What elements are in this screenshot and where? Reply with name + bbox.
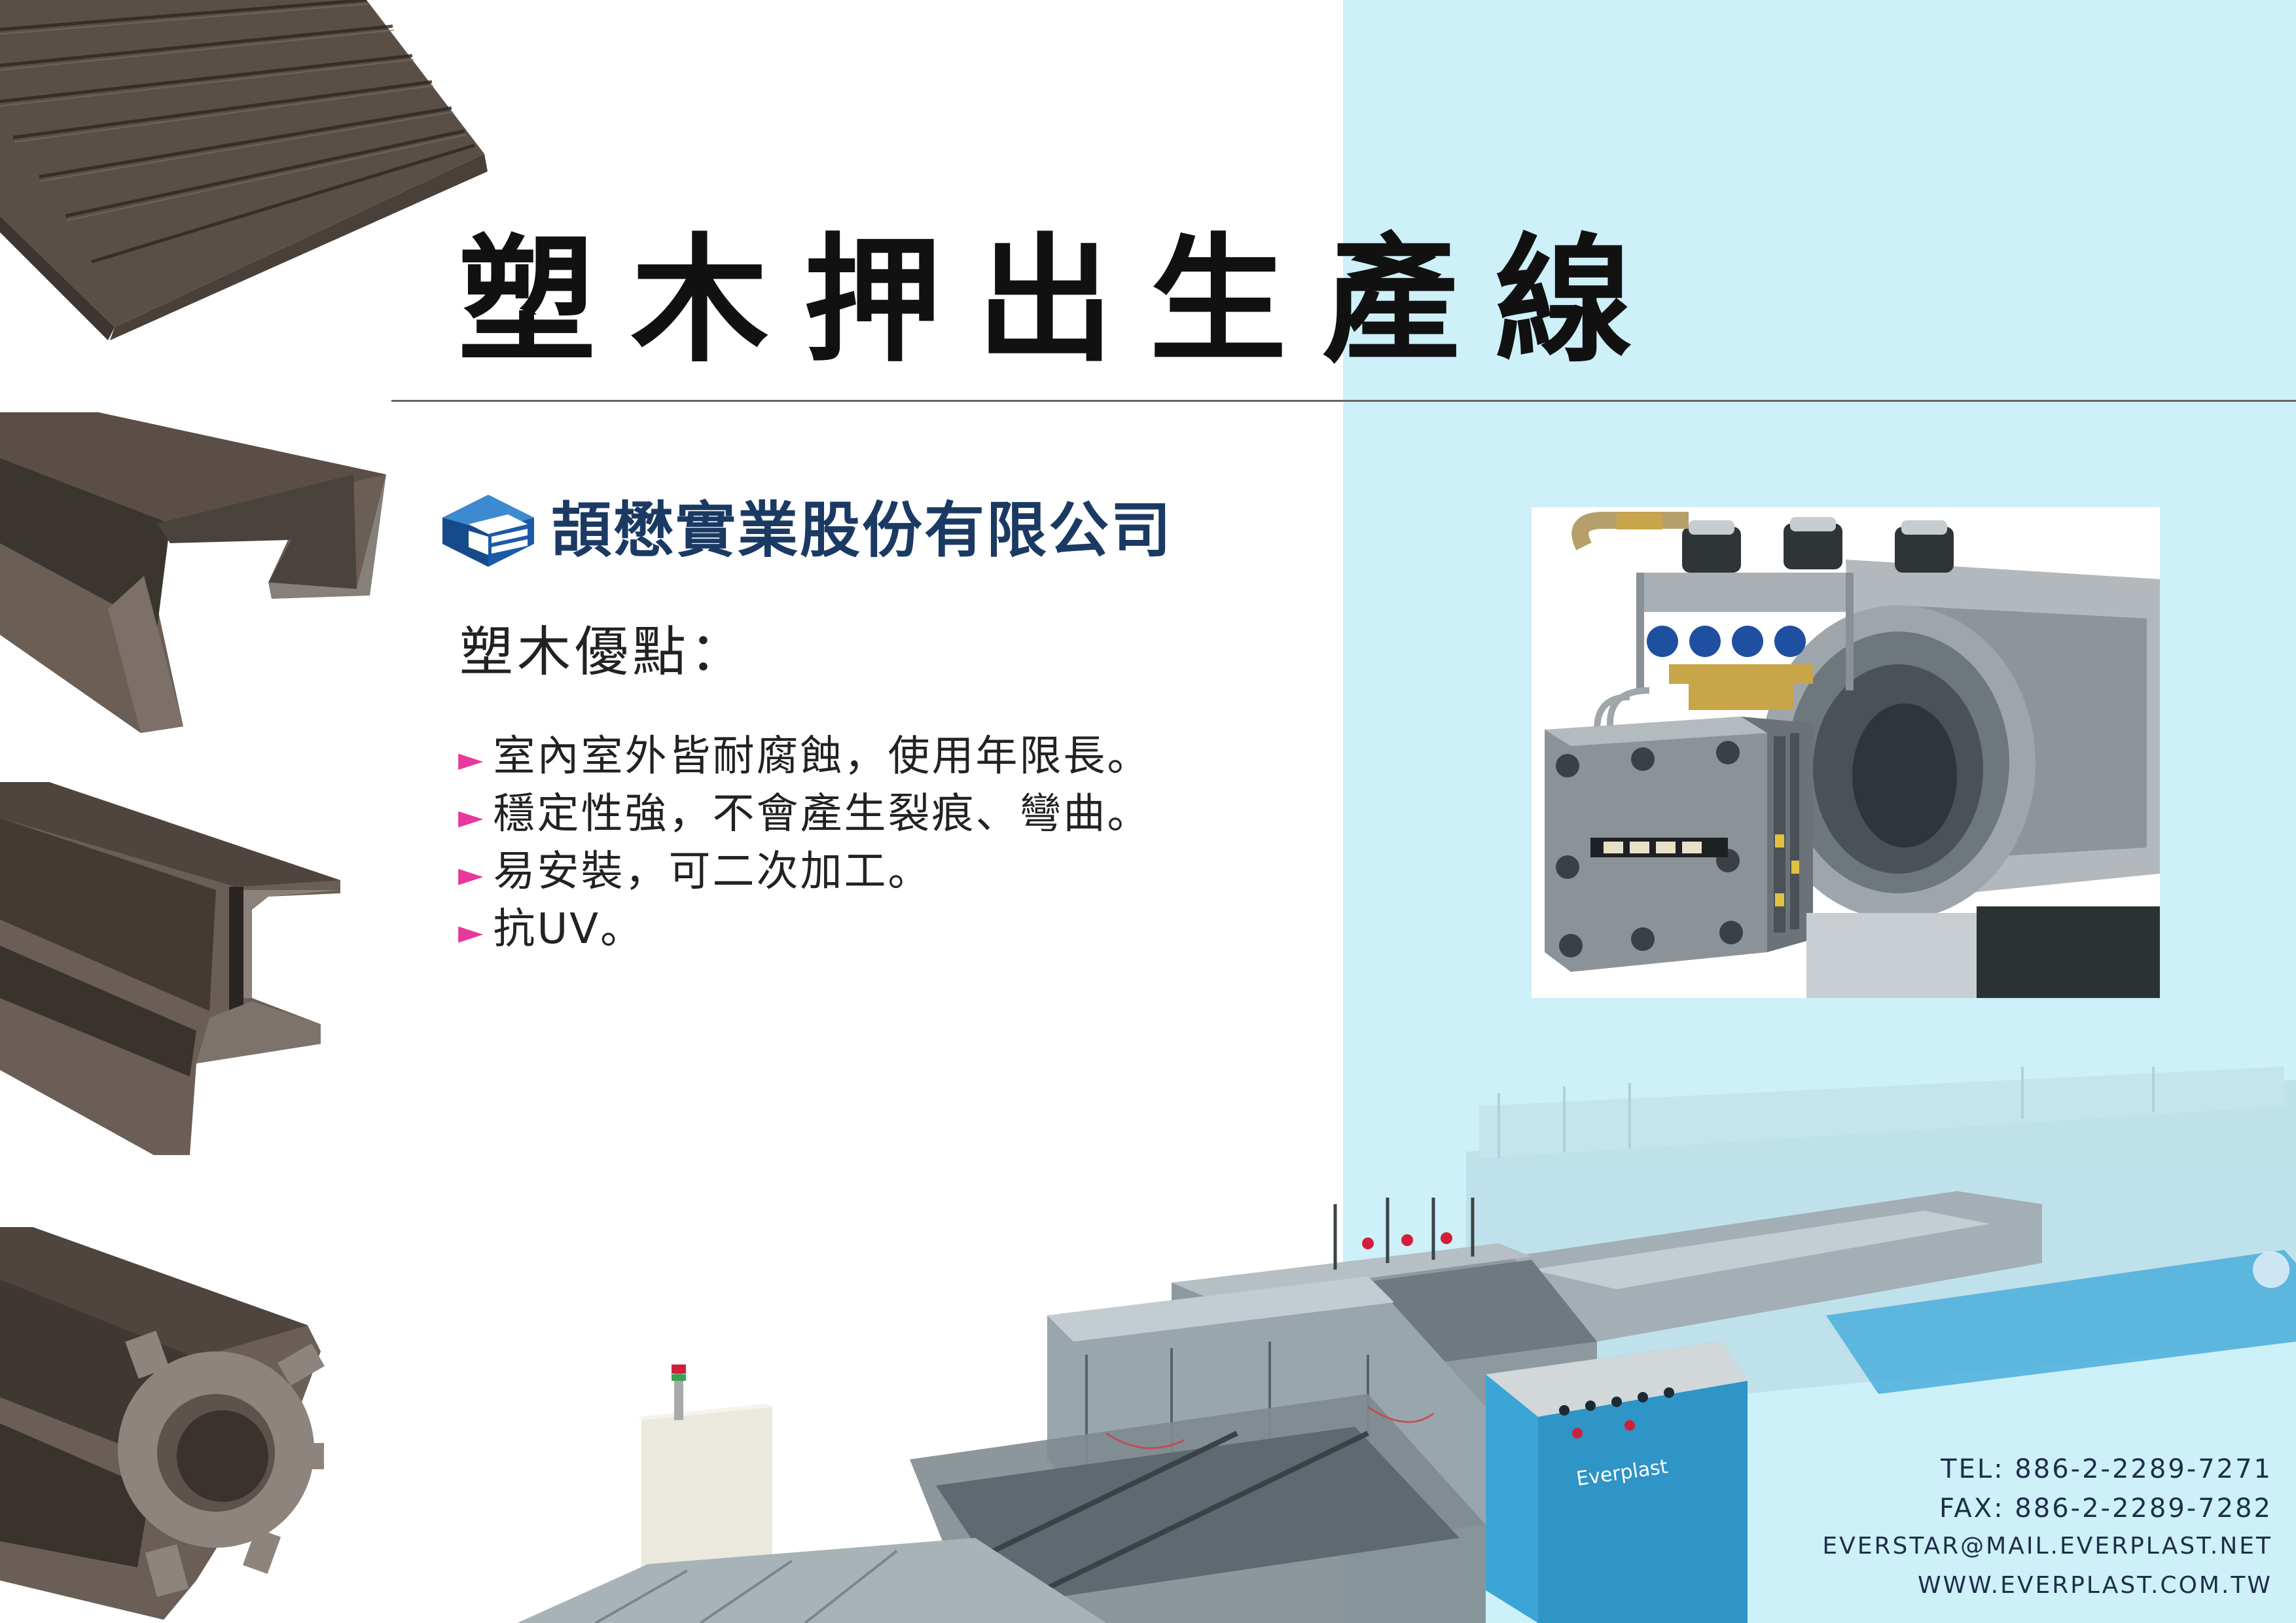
t-slot-profile-image [0,782,340,1155]
bullet-arrow-icon: ► [458,740,486,778]
contact-tel: TEL: 886-2-2289-7271 [1941,1454,2272,1484]
contact-fax: FAX: 886-2-2289-7282 [1939,1493,2272,1524]
contact-email: EVERSTAR@MAIL.EVERPLAST.NET [1822,1533,2272,1560]
advantage-text: 室內室外皆耐腐蝕，使用年限長。 [493,732,1151,781]
list-item: ►抗UV。 [458,901,1151,958]
advantages-list: ►室內室外皆耐腐蝕，使用年限長。 ►穩定性強，不會產生裂痕、彎曲。 ►易安裝，可… [458,728,1151,958]
title-divider [391,400,2296,402]
list-item: ►穩定性強，不會產生裂痕、彎曲。 [458,785,1151,843]
company-name: 頡懋實業股份有限公司 [551,495,1174,565]
page-title: 塑木押出生產線 [458,221,1668,381]
list-item: ►室內室外皆耐腐蝕，使用年限長。 [458,728,1151,785]
extrusion-die-head-image [1532,507,2160,998]
advantages-heading: 塑木優點： [459,621,748,683]
round-star-profile-image [0,1227,325,1620]
bullet-arrow-icon: ► [458,913,486,951]
advantage-text: 易安裝，可二次加工。 [493,847,932,896]
c-channel-profile-image [0,412,386,733]
contact-website: WWW.EVERPLAST.COM.TW [1917,1572,2272,1599]
bullet-arrow-icon: ► [458,855,486,893]
extrusion-line-machine-image: Everplast [517,1067,2296,1623]
advantage-text: 穩定性強，不會產生裂痕、彎曲。 [493,790,1151,838]
list-item: ►易安裝，可二次加工。 [458,843,1151,901]
company-logo-icon [442,495,534,567]
bullet-arrow-icon: ► [458,798,486,836]
advantage-text: 抗UV。 [493,905,645,954]
decking-board-profile-image [0,0,488,340]
